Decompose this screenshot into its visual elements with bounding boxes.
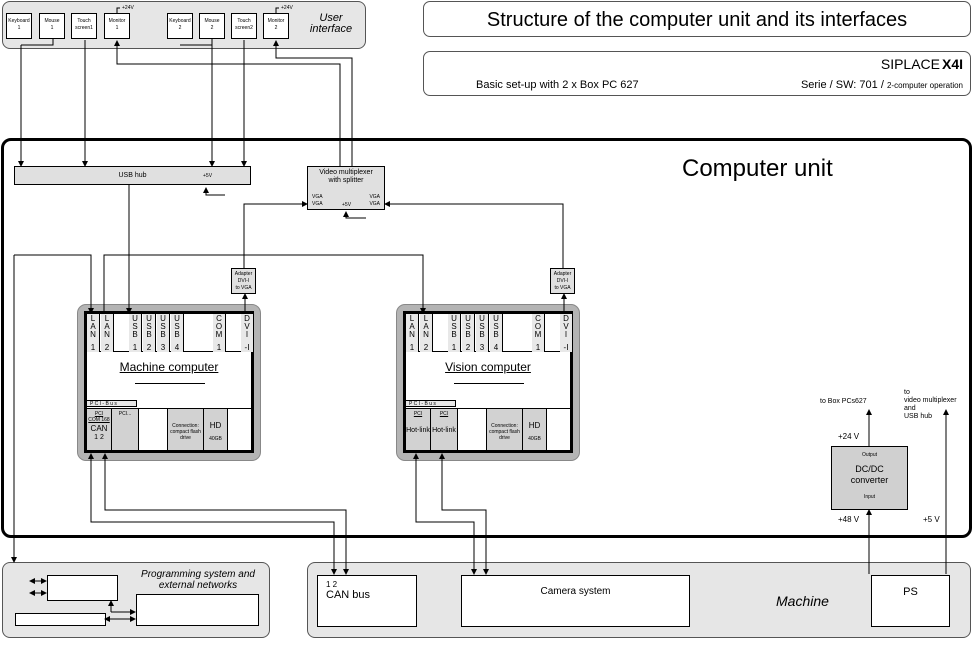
mux-to-monitor2 (273, 40, 353, 166)
series-text: Serie / SW: 701 / 2-computer operation (800, 79, 963, 91)
setup-text: Basic set-up with 2 x Box PC 627 (476, 79, 639, 91)
label-5v: +5 V (923, 515, 940, 524)
title-box: Structure of the computer unit and its i… (423, 1, 971, 37)
info-box: SIPLACE X4I Basic set-up with 2 x Box PC… (423, 51, 971, 96)
divider (135, 383, 205, 384)
camera-system-box: Camera system (461, 575, 690, 627)
kb1-mouse1-link (21, 39, 54, 46)
programming-box (136, 594, 259, 626)
network-box (47, 575, 118, 601)
lan2-machine-to-vision (103, 254, 426, 314)
usb-hub-label: USB hub (118, 172, 147, 179)
can-slot: PCI COM 168 CAN 1 2 (87, 409, 112, 450)
mux-power-line (343, 211, 366, 219)
label-48v: +48 V (838, 515, 860, 524)
port-dvi-I: D V I-I (560, 314, 573, 352)
adapter2-to-mux (384, 201, 564, 268)
hotlink-slot-1: PCI Hot-link (406, 409, 431, 450)
pci-slot: PCI... (112, 409, 139, 450)
pci-bus-label: P C I - B u s (406, 400, 456, 407)
product-name: SIPLACE (880, 56, 940, 72)
monitor2-power (275, 7, 279, 14)
machine-label: Machine (776, 593, 829, 609)
can-bus-box: 1 2 CAN bus (317, 575, 417, 627)
mux-to-monitor1 (114, 40, 341, 166)
ps-box: PS (871, 575, 950, 627)
vision-computer-label: Vision computer (445, 360, 531, 374)
can1-line (90, 454, 337, 575)
hotlink2-line (441, 454, 489, 575)
usb-hub: USB hub +5V (14, 166, 251, 185)
lan1-external (14, 254, 94, 314)
monitor2-power-label: +24V (281, 5, 293, 11)
label-to-box: to Box PCs627 (820, 398, 867, 405)
hotlink1-line (415, 454, 477, 575)
pci-bus-label: P C I - B u s (87, 400, 137, 407)
flash-slot: Connection: compact flash drive (167, 409, 204, 450)
monitor1-power-label: +24V (122, 5, 134, 11)
can2-line (104, 454, 349, 575)
usb-hub-power: +5V (203, 173, 213, 179)
kb2-mouse2-link (180, 39, 213, 46)
machine-group: 1 2 CAN bus Camera system Machine PS (307, 562, 971, 638)
monitor1-power (116, 7, 120, 14)
computer-unit-label: Computer unit (682, 155, 833, 182)
machine-computer-label: Machine computer (119, 360, 219, 374)
label-24v: +24 V (838, 432, 860, 441)
adapter1-to-mux (243, 201, 308, 268)
hub-power-line (203, 187, 225, 196)
page-title: Structure of the computer unit and its i… (486, 9, 908, 31)
model-name: X4I (941, 56, 963, 72)
flash-slot: Connection: compact flash drive (486, 409, 523, 450)
hotlink-slot-2: PCI Hot-link (431, 409, 458, 450)
port-dvi-I: D V I-I (241, 314, 254, 352)
divider (454, 383, 524, 384)
